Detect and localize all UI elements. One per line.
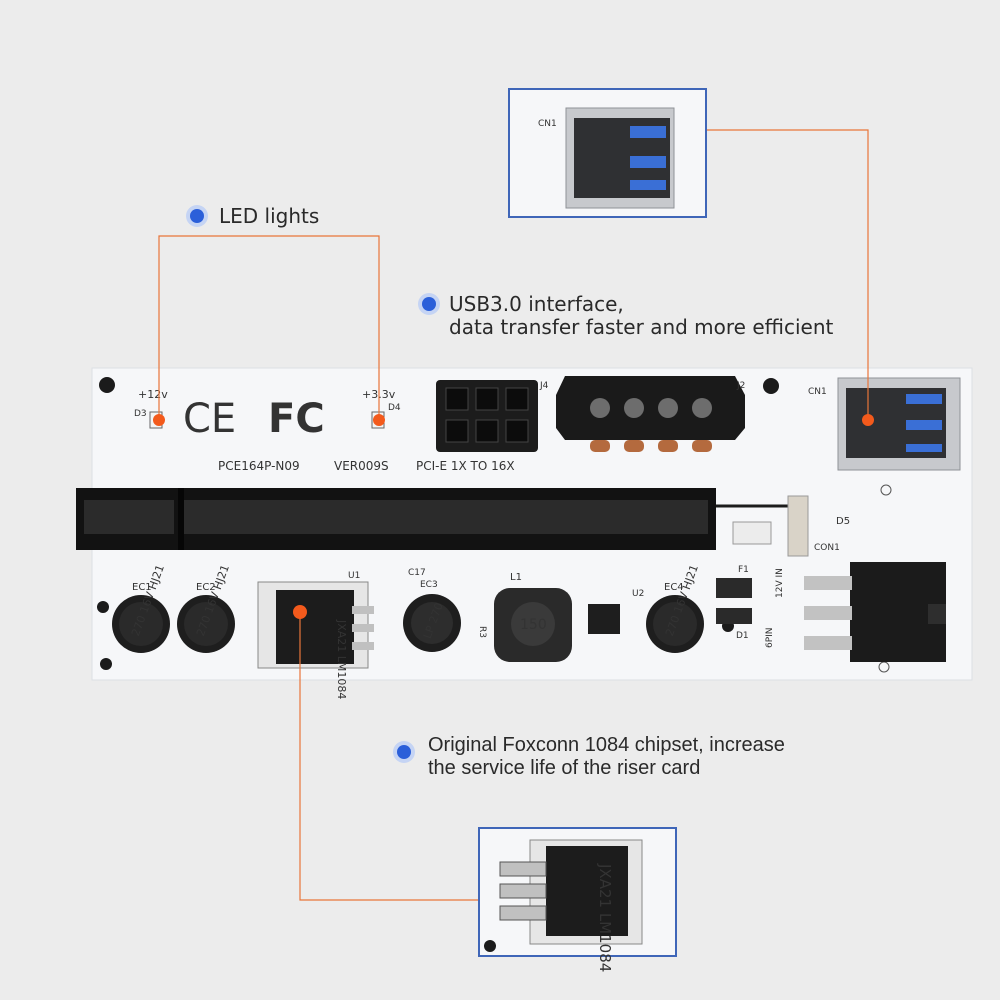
usb-bullet-icon — [422, 297, 436, 311]
silk-d3: D3 — [134, 409, 147, 419]
silk-j2: J2 — [736, 381, 745, 391]
fuse-f1 — [716, 578, 752, 598]
silk-d1: D1 — [736, 631, 749, 641]
diode-d1 — [716, 608, 752, 624]
side-power-connector — [804, 562, 946, 662]
silk-u2: U2 — [632, 589, 644, 599]
inset-chip-marking: JXA21 LM1084 — [596, 863, 614, 972]
fcc-mark: FC — [268, 396, 325, 442]
silk-pcie: PCI-E 1X TO 16X — [416, 459, 515, 473]
inductor-marking: 150 — [520, 617, 547, 633]
usb-callout-line1: USB3.0 interface, — [449, 292, 624, 316]
callout-dots — [153, 414, 874, 619]
capacitor-ec3 — [403, 594, 461, 652]
six-pin-connector — [436, 380, 538, 452]
chip-u2 — [588, 604, 620, 634]
ce-mark: CE — [183, 396, 236, 442]
silk-12v-in: 12V IN — [775, 568, 785, 598]
led-bullet-icon — [190, 209, 204, 223]
chip-callout-line1: Original Foxconn 1084 chipset, increase — [428, 734, 785, 756]
silk-j4: J4 — [539, 381, 549, 391]
silk-f1: F1 — [738, 565, 749, 575]
led-callout-label: LED lights — [219, 204, 320, 228]
silk-r3: R3 — [477, 626, 487, 638]
silk-plus12v: +12v — [138, 388, 168, 401]
silk-ec3: EC3 — [420, 580, 438, 590]
capacitor-ec4 — [646, 595, 704, 653]
silk-ec4: EC4 — [664, 582, 684, 593]
chip-zoom-inset — [478, 827, 677, 957]
inset-cn1: CN1 — [538, 119, 557, 129]
silk-6pin: 6PIN — [765, 627, 775, 648]
capacitor-ec2 — [177, 595, 235, 653]
chip-callout-line2: the service life of the riser card — [428, 757, 701, 779]
callout-lines — [158, 129, 869, 901]
silk-ec1: EC1 — [132, 582, 152, 593]
silk-version: VER009S — [334, 459, 389, 473]
pcie-x16-slot — [76, 488, 716, 550]
silk-ec2: EC2 — [196, 582, 216, 593]
inductor-l1 — [494, 588, 572, 662]
silk-l1: L1 — [510, 572, 522, 583]
lm1084-chip — [257, 581, 374, 669]
silk-con1: CON1 — [814, 543, 840, 553]
u1-marking: JXA21 LM1084 — [335, 619, 348, 699]
silk-d5: D5 — [836, 516, 850, 527]
silk-d4: D4 — [388, 403, 401, 413]
chip-bullet-icon — [397, 745, 411, 759]
silk-model: PCE164P-N09 — [218, 459, 300, 473]
silk-cn1: CN1 — [808, 387, 827, 397]
usb-zoom-inset — [508, 88, 707, 218]
capacitor-ec1 — [112, 595, 170, 653]
usb-callout-line2: data transfer faster and more efficient — [449, 315, 834, 339]
usb-port — [837, 377, 961, 471]
silk-u1: U1 — [348, 571, 360, 581]
silk-c17: C17 — [408, 568, 426, 578]
molex-connector — [556, 376, 745, 452]
